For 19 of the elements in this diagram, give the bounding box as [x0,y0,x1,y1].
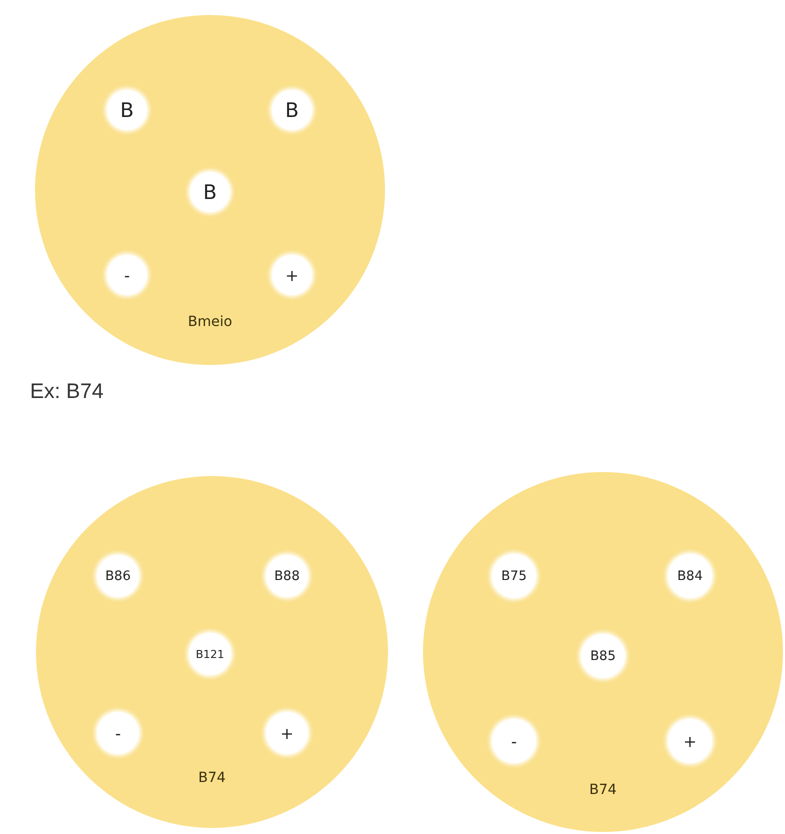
panel-label: Bmeio [188,314,232,330]
example-note: Ex: B74 [30,380,104,404]
terminal-circle: - [107,255,147,295]
terminal-circle: B [107,90,147,130]
terminal-circle: - [97,712,139,754]
terminal-circle: + [272,255,312,295]
terminal-circle: B86 [97,555,139,597]
terminal-circle: B [190,172,230,212]
terminal-circle: + [668,719,712,763]
terminal-circle: B88 [266,555,308,597]
terminal-circle: B84 [668,554,712,598]
terminal-circle: B85 [581,634,625,678]
terminal-circle: - [492,719,536,763]
terminal-circle: B121 [189,633,231,675]
terminal-circle: B [272,90,312,130]
terminal-circle: + [266,712,308,754]
panel-label: B74 [198,770,226,786]
terminal-circle: B75 [492,554,536,598]
panel-label: B74 [589,782,617,798]
